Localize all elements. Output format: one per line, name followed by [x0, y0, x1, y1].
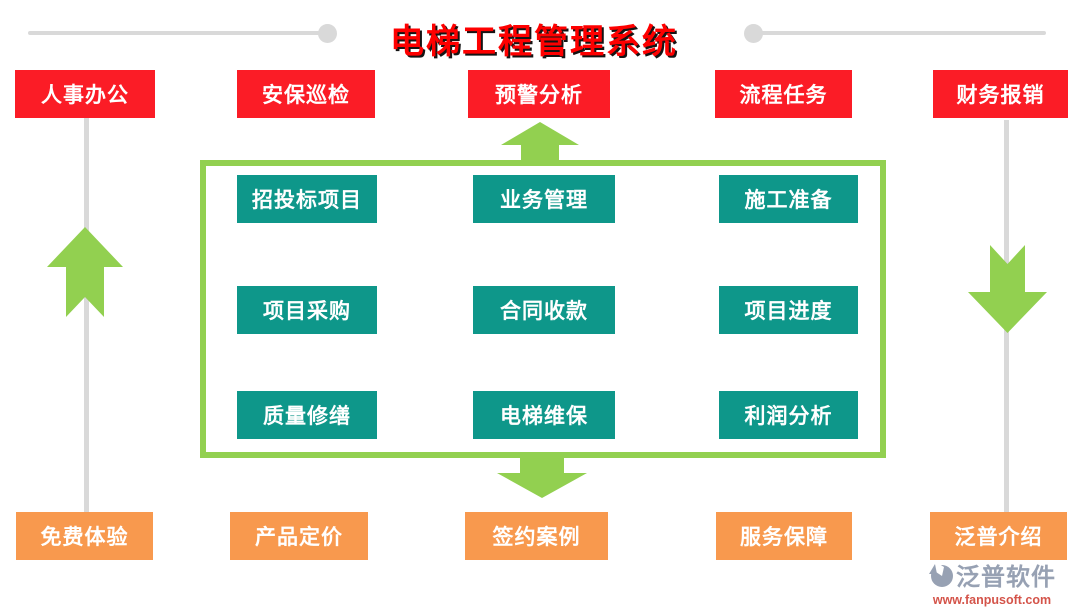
module-profit-analysis[interactable]: 利润分析 [719, 391, 858, 439]
bottom-button-label: 产品定价 [255, 526, 343, 549]
bottom-button-pricing[interactable]: 产品定价 [230, 512, 368, 560]
module-label: 电梯维保 [500, 405, 588, 428]
top-button-label: 财务报销 [956, 84, 1045, 107]
connector-line-left [84, 118, 89, 512]
top-button-workflow-tasks[interactable]: 流程任务 [715, 70, 852, 118]
bottom-button-label: 服务保障 [740, 526, 828, 549]
module-label: 业务管理 [500, 189, 588, 212]
page-title: 电梯工程管理系统 [390, 23, 678, 61]
bottom-button-about-fanpu[interactable]: 泛普介绍 [930, 512, 1067, 560]
module-label: 施工准备 [744, 189, 833, 212]
header-rule-right [754, 31, 1046, 35]
top-button-label: 预警分析 [495, 84, 583, 107]
module-construction-prep[interactable]: 施工准备 [719, 175, 858, 223]
bottom-button-service-guarantee[interactable]: 服务保障 [716, 512, 852, 560]
top-button-warning-analysis[interactable]: 预警分析 [468, 70, 610, 118]
top-button-security-patrol[interactable]: 安保巡检 [237, 70, 375, 118]
top-button-label: 人事办公 [41, 84, 129, 107]
module-label: 招投标项目 [252, 189, 362, 212]
down-arrow-icon [968, 245, 1047, 333]
down-arrow-icon [497, 456, 587, 498]
module-project-procurement[interactable]: 项目采购 [237, 286, 377, 334]
bottom-button-signed-cases[interactable]: 签约案例 [465, 512, 608, 560]
up-arrow-icon [501, 122, 579, 166]
module-quality-repair[interactable]: 质量修缮 [237, 391, 377, 439]
fanpu-logo-text: 泛普软件 [956, 564, 1056, 591]
module-business-mgmt[interactable]: 业务管理 [473, 175, 615, 223]
top-button-label: 安保巡检 [262, 84, 350, 107]
fanpu-logo-url[interactable]: www.fanpusoft.com [932, 593, 1052, 607]
module-project-progress[interactable]: 项目进度 [719, 286, 858, 334]
module-label: 利润分析 [744, 405, 833, 428]
header-dot-right [744, 24, 763, 43]
bottom-button-label: 签约案例 [492, 526, 581, 549]
bottom-button-label: 免费体验 [40, 526, 129, 549]
module-label: 质量修缮 [263, 405, 351, 428]
header-rule-left [28, 31, 322, 35]
module-label: 项目采购 [263, 300, 351, 323]
fanpu-logo: 泛普软件 www.fanpusoft.com [922, 557, 1062, 607]
top-button-finance-expense[interactable]: 财务报销 [933, 70, 1068, 118]
top-button-label: 流程任务 [739, 84, 828, 107]
module-elevator-maintenance[interactable]: 电梯维保 [473, 391, 615, 439]
module-label: 合同收款 [500, 300, 588, 323]
module-bidding-projects[interactable]: 招投标项目 [237, 175, 377, 223]
fanpu-logo-icon [929, 561, 953, 587]
up-arrow-icon [47, 227, 123, 317]
top-button-hr-office[interactable]: 人事办公 [15, 70, 155, 118]
bottom-button-label: 泛普介绍 [954, 526, 1043, 549]
module-label: 项目进度 [744, 300, 833, 323]
module-contract-payment[interactable]: 合同收款 [473, 286, 615, 334]
bottom-button-free-trial[interactable]: 免费体验 [16, 512, 153, 560]
header-dot-left [318, 24, 337, 43]
